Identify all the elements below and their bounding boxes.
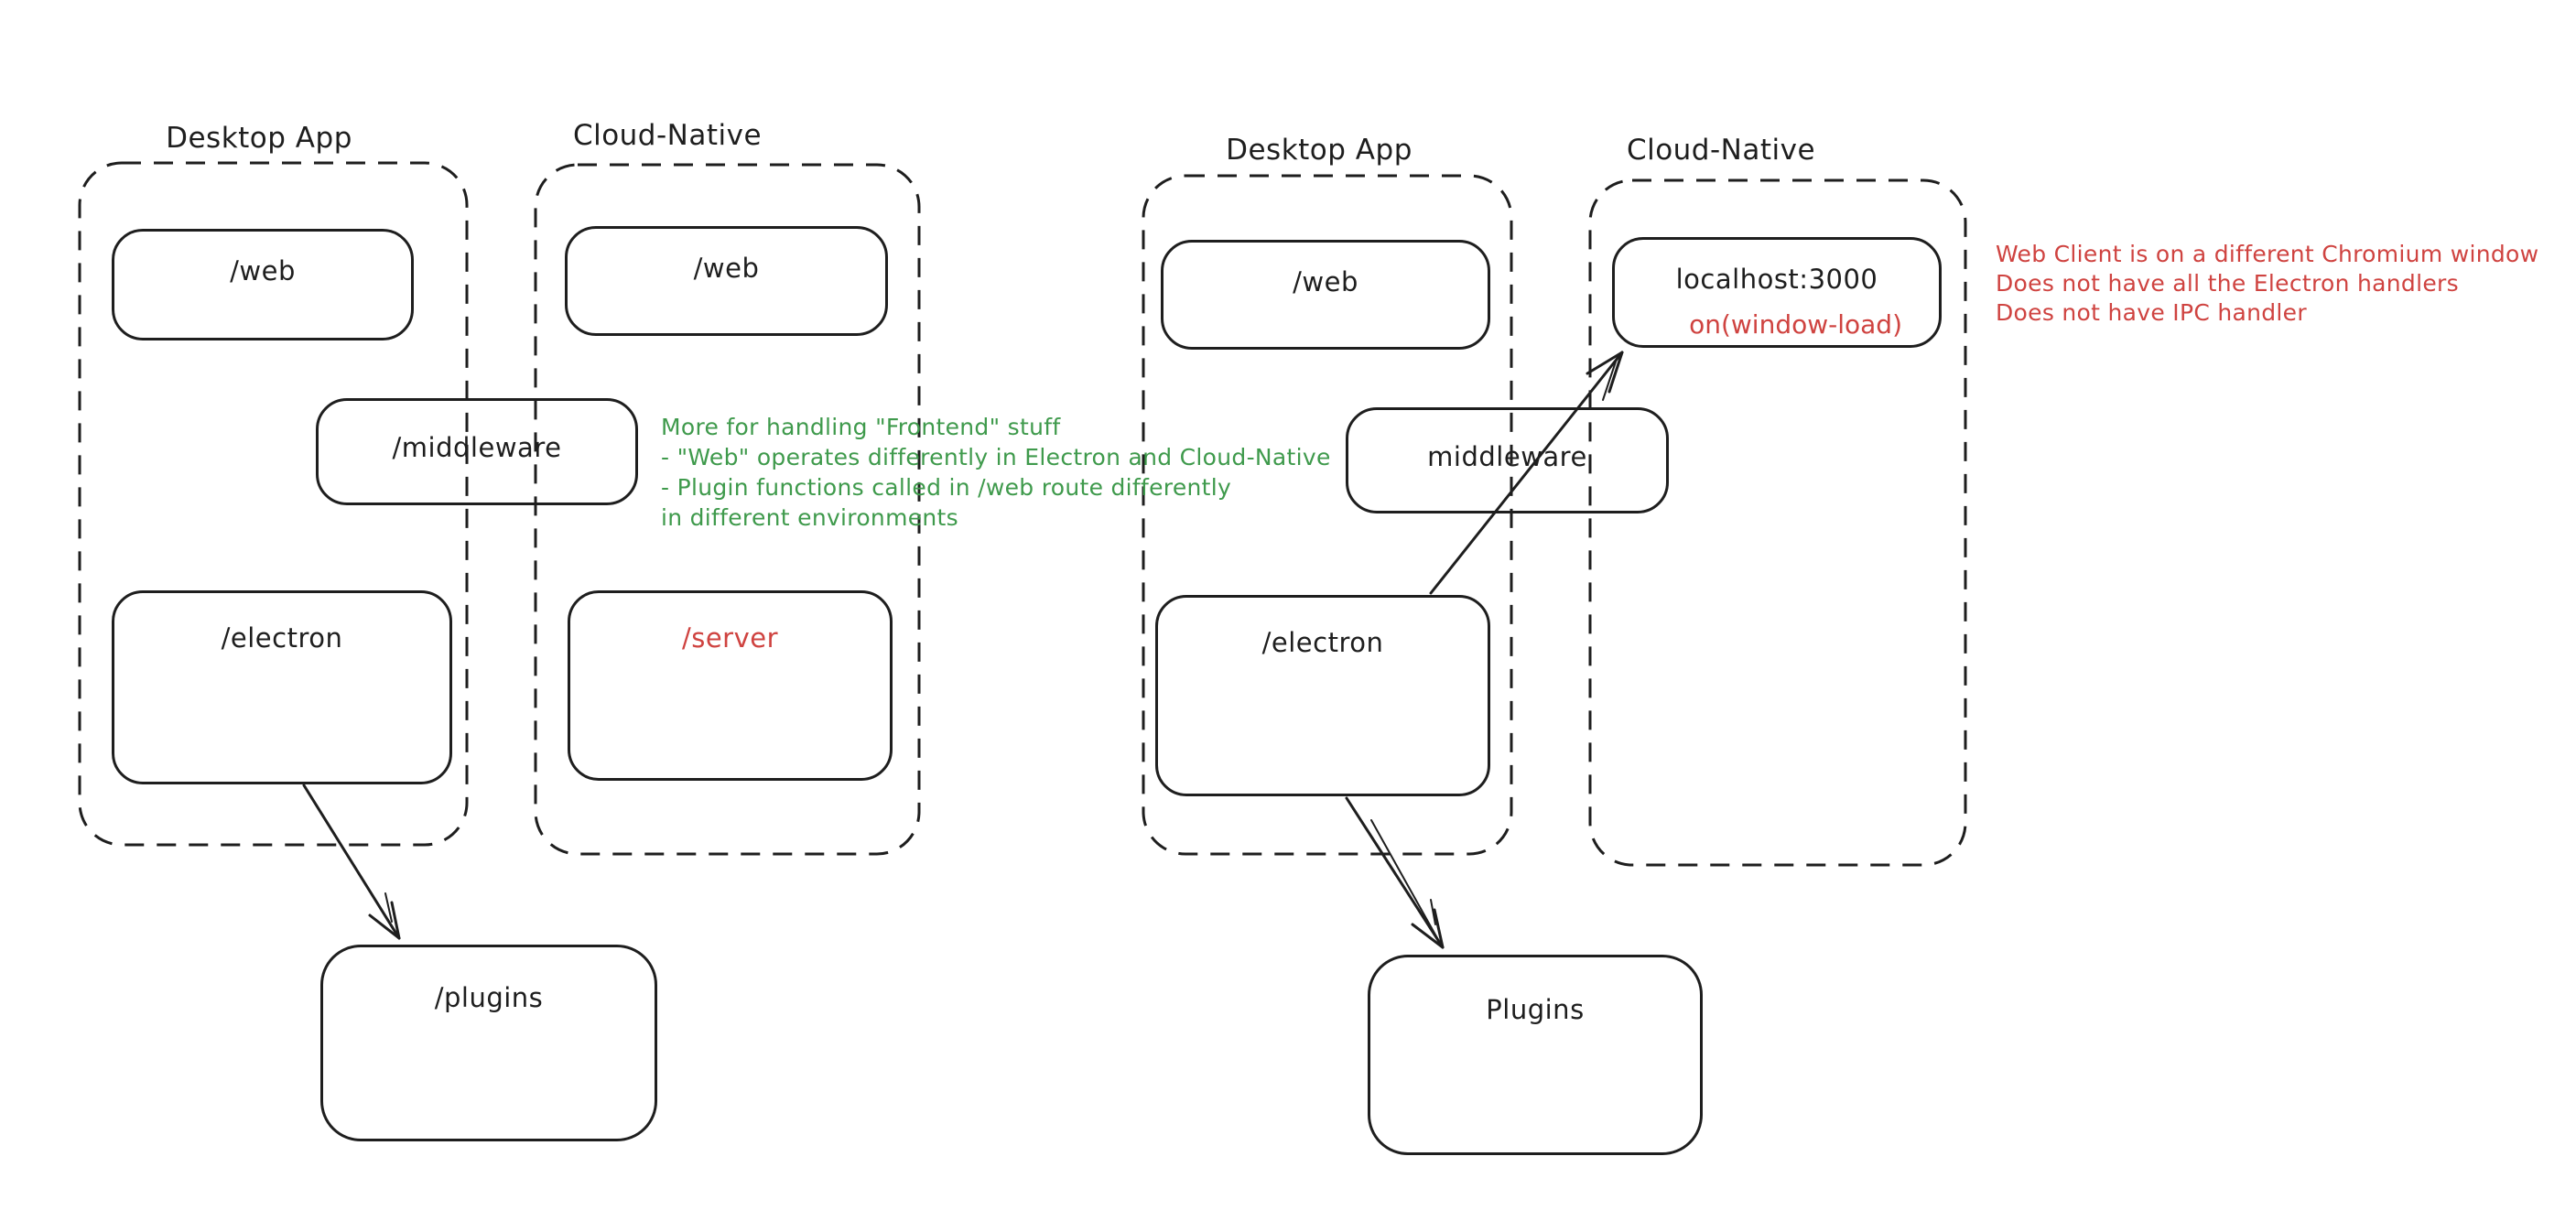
right-electron-box-label: /electron [1261, 627, 1384, 658]
right-middleware-box: middleware [1346, 407, 1669, 513]
right-localhost-box-label: localhost:3000 [1675, 264, 1878, 295]
left-electron-box: /electron [112, 590, 452, 784]
left-web-cloud-box: /web [565, 226, 888, 336]
left-web-desktop-box: /web [112, 229, 414, 340]
right-localhost-box: localhost:3000 on(window-load) [1612, 237, 1942, 348]
left-plugins-box: /plugins [320, 945, 657, 1141]
green-annotation-line-1: More for handling "Frontend" stuff [661, 414, 1061, 440]
red-annotation-line-2: Does not have all the Electron handlers [1996, 270, 2459, 297]
green-annotation-line-2: - "Web" operates differently in Electron… [661, 444, 1331, 470]
green-annotation: More for handling "Frontend" stuff - "We… [661, 412, 1331, 533]
left-server-box-label: /server [681, 622, 779, 654]
red-annotation-line-3: Does not have IPC handler [1996, 299, 2307, 326]
left-cloud-frame [534, 163, 921, 856]
left-middleware-box-label: /middleware [392, 432, 562, 463]
right-plugins-box: Plugins [1368, 955, 1703, 1155]
left-electron-to-plugins-arrow [302, 784, 401, 940]
right-web-box-label: /web [1293, 266, 1358, 297]
left-web-desktop-box-label: /web [230, 255, 296, 286]
left-middleware-box: /middleware [316, 398, 638, 505]
left-desktop-frame-label: Desktop App [166, 122, 352, 155]
red-annotation-line-1: Web Client is on a different Chromium wi… [1996, 241, 2539, 267]
right-web-box: /web [1161, 240, 1490, 350]
right-electron-box: /electron [1155, 595, 1490, 796]
left-server-box: /server [568, 590, 893, 781]
green-annotation-line-3: - Plugin functions called in /web route … [661, 474, 1232, 501]
red-annotation: Web Client is on a different Chromium wi… [1996, 240, 2538, 328]
green-annotation-line-4: in different environments [661, 504, 958, 531]
right-desktop-frame [1142, 174, 1513, 856]
right-middleware-box-label: middleware [1427, 441, 1587, 472]
left-web-cloud-box-label: /web [693, 253, 760, 284]
right-cloud-frame-label: Cloud-Native [1626, 134, 1816, 167]
right-localhost-on-window-load-label: on(window-load) [1689, 309, 1902, 340]
left-desktop-frame [78, 161, 469, 847]
right-cloud-frame [1588, 178, 1967, 867]
left-cloud-frame-label: Cloud-Native [572, 119, 763, 152]
left-electron-box-label: /electron [221, 622, 343, 654]
right-electron-to-plugins-arrow [1345, 796, 1445, 949]
left-plugins-box-label: /plugins [434, 982, 544, 1013]
right-plugins-box-label: Plugins [1486, 994, 1585, 1025]
right-desktop-frame-label: Desktop App [1226, 134, 1412, 167]
right-electron-to-localhost-arrow [1429, 351, 1624, 595]
